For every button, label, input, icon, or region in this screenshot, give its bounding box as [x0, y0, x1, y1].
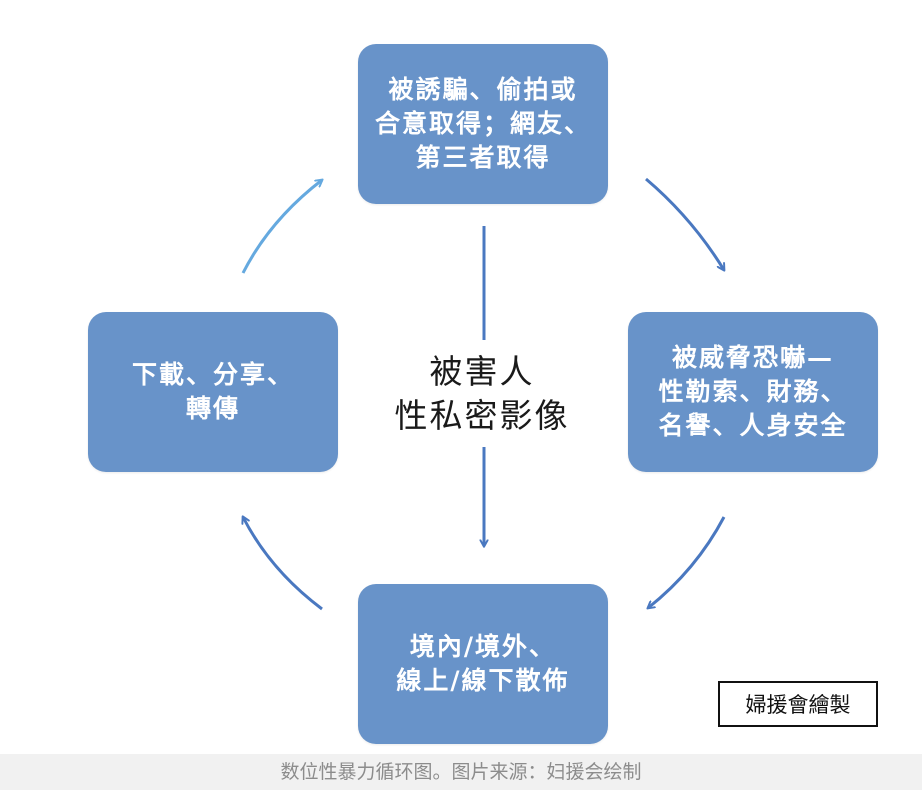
center-label-line-1: 被害人	[429, 352, 535, 391]
node-distribution-line-1: 境內/境外、	[409, 632, 557, 661]
node-acquisition-line-2: 合意取得；網友、	[374, 109, 591, 138]
center-label-line-2: 性私密影像	[394, 396, 570, 435]
node-threat-line-2: 性勒索、財務、	[658, 377, 848, 406]
center-background	[366, 338, 598, 446]
figure-caption: 数位性暴力循环图。图片来源：妇援会绘制	[280, 761, 642, 783]
center-background-lower	[352, 446, 610, 538]
cycle-diagram: 被害人 性私密影像 被誘騙、偷拍或 合意取得；網友、 第三者取得 被威脅恐嚇— …	[0, 0, 922, 754]
node-sharing-line-1: 下載、分享、	[131, 360, 294, 389]
center-label: 被害人 性私密影像	[366, 350, 598, 438]
node-sharing-line-2: 轉傳	[185, 394, 240, 423]
node-threat: 被威脅恐嚇— 性勒索、財務、 名譽、人身安全	[628, 312, 878, 472]
node-acquisition-line-1: 被誘騙、偷拍或	[388, 75, 578, 104]
arrow-left-to-top	[241, 180, 322, 274]
node-distribution: 境內/境外、 線上/線下散佈	[358, 584, 608, 744]
node-distribution-line-2: 線上/線下散佈	[396, 666, 570, 695]
node-acquisition: 被誘騙、偷拍或 合意取得；網友、 第三者取得	[358, 44, 608, 204]
credit-label: 婦援會繪製	[718, 681, 878, 727]
node-sharing: 下載、分享、 轉傳	[88, 312, 338, 472]
arrow-top-to-right	[645, 177, 724, 270]
node-threat-line-3: 名譽、人身安全	[658, 411, 848, 440]
node-acquisition-line-3: 第三者取得	[415, 143, 551, 172]
arrow-right-to-bottom	[648, 516, 726, 608]
node-threat-line-1: 被威脅恐嚇—	[671, 343, 834, 372]
arrow-bottom-to-left	[243, 517, 323, 611]
